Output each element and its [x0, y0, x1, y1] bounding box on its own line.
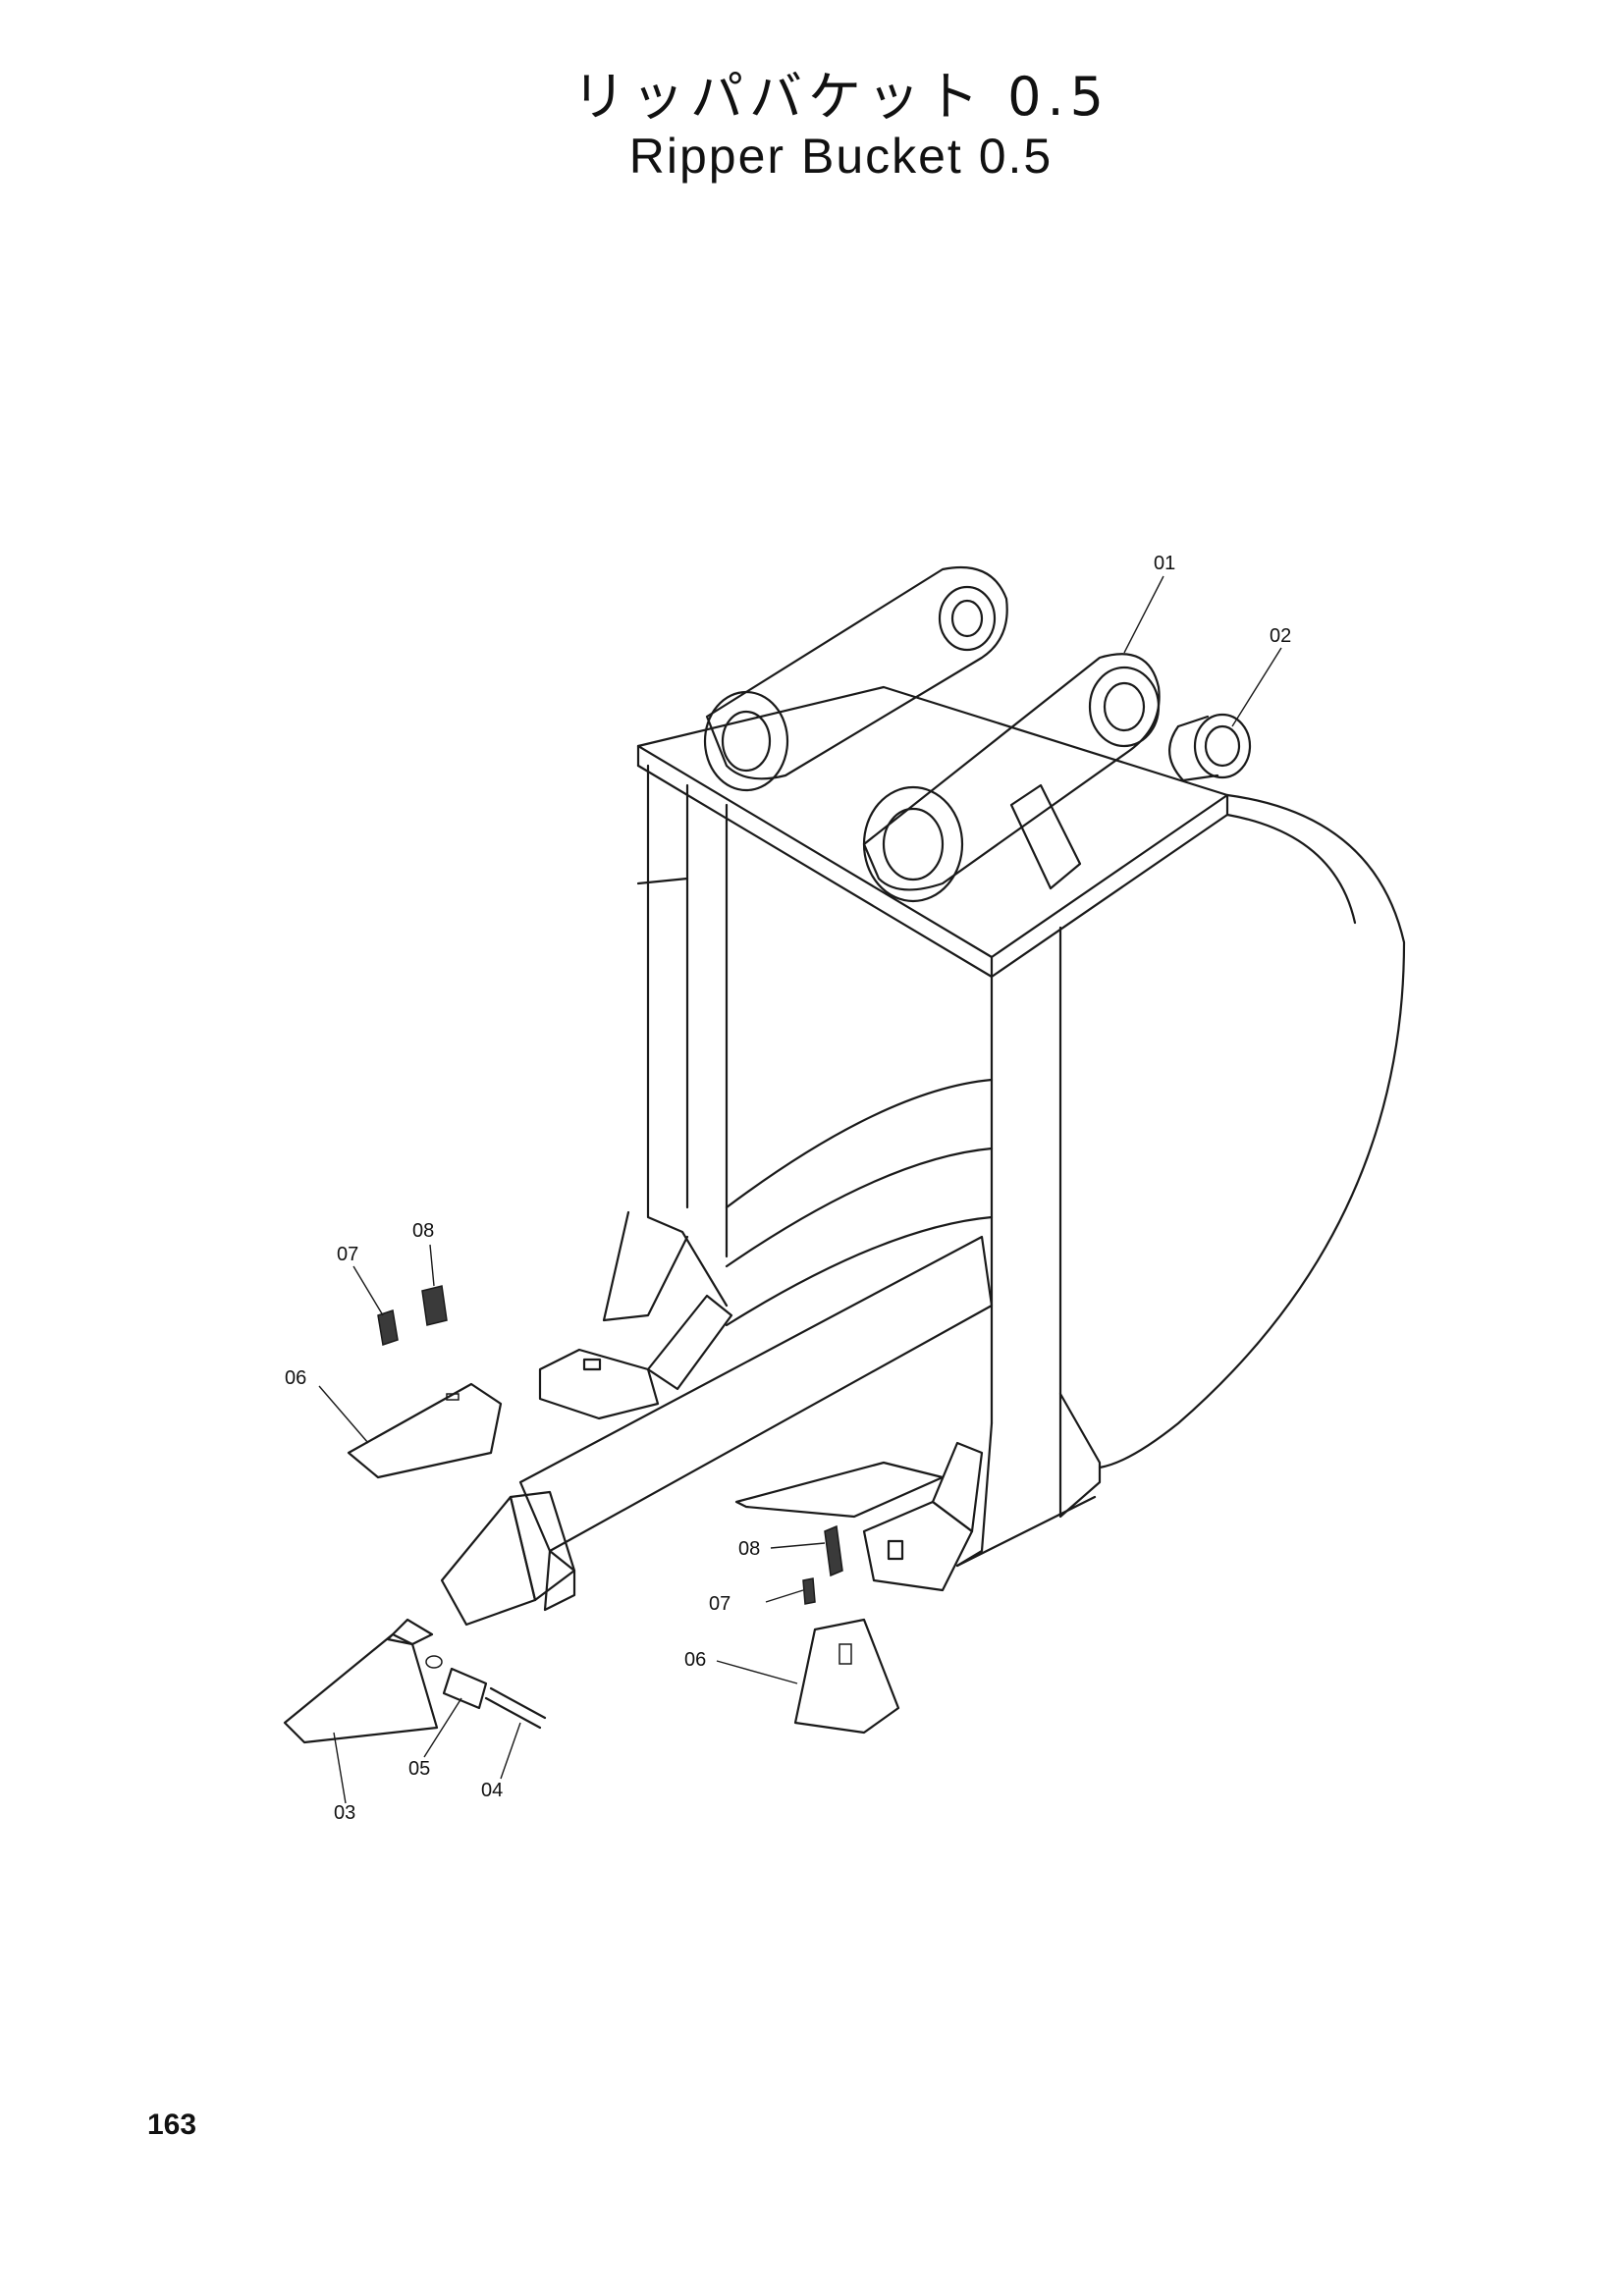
callout-07-right: 07 [709, 1593, 730, 1615]
title-block: リッパバケット 0.5 Ripper Bucket 0.5 [0, 66, 1623, 184]
bucket-shell [725, 793, 1406, 1519]
ripper-shank [440, 1235, 994, 1627]
tooth-center [283, 1618, 439, 1744]
callout-07-left: 07 [337, 1244, 358, 1265]
bushing [1168, 713, 1252, 782]
title-english: Ripper Bucket 0.5 [628, 129, 1054, 184]
tooth-left [347, 1382, 503, 1479]
bracket-front [862, 653, 1161, 903]
adapter-right [862, 1441, 984, 1592]
page-number: 163 [147, 2109, 197, 2141]
left-frame [602, 764, 729, 1322]
right-frame [955, 926, 1102, 1568]
callout-06-right: 06 [684, 1649, 706, 1671]
tooth-right [793, 1618, 900, 1735]
callout-08-left: 08 [412, 1220, 434, 1242]
callout-05: 05 [408, 1758, 430, 1780]
lock [425, 1655, 488, 1710]
adapter-left [538, 1294, 733, 1420]
wedge-left [377, 1285, 448, 1346]
title-japanese: リッパバケット 0.5 [571, 66, 1110, 128]
callout-01: 01 [1154, 553, 1175, 574]
leader-lines [318, 575, 1282, 1804]
pin [484, 1686, 547, 1730]
callout-06-left: 06 [285, 1367, 306, 1389]
callout-02: 02 [1270, 625, 1291, 647]
callout-08-right: 08 [738, 1538, 760, 1560]
bracket-rear [703, 565, 1008, 792]
callout-04: 04 [481, 1780, 503, 1801]
wedge-right [802, 1524, 843, 1605]
callout-03: 03 [334, 1802, 355, 1824]
